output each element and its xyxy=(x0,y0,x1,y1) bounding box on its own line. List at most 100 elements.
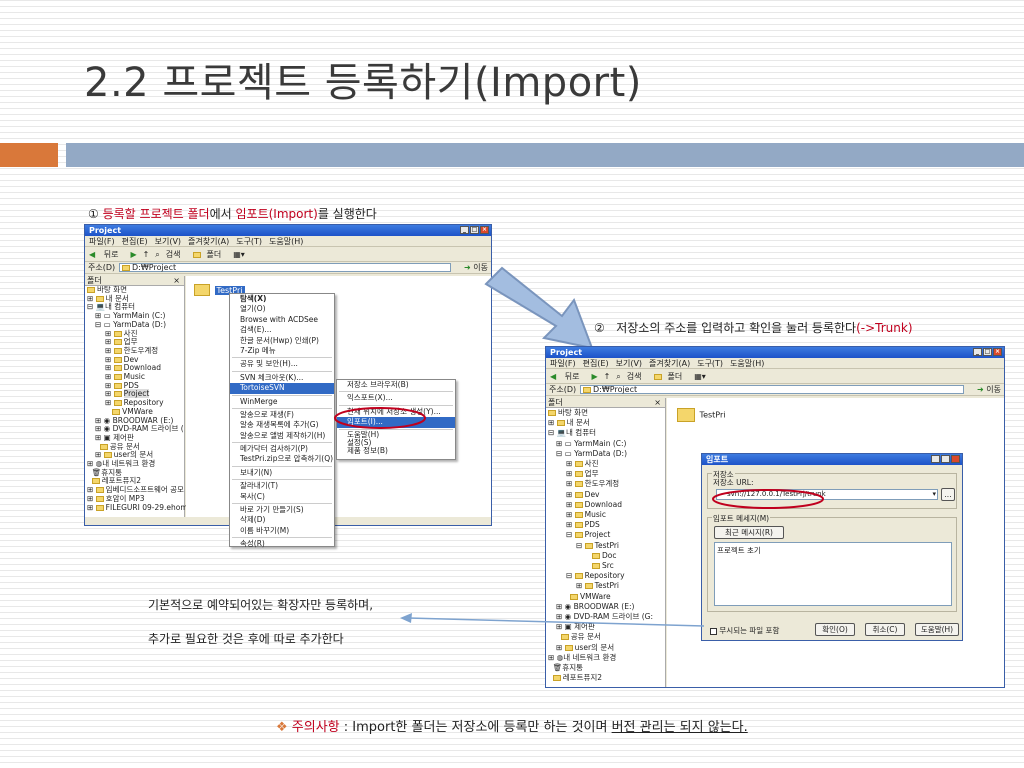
tree-item[interactable]: ⊞ PDS xyxy=(566,520,600,530)
ctx-item[interactable]: 한글 문서(Hwp) 인쇄(P) xyxy=(240,335,319,345)
tree-item[interactable]: ⊞ 내 문서 xyxy=(87,293,129,303)
up-folder-icon[interactable]: ↑ xyxy=(142,250,150,259)
menu-file[interactable]: 파일(F) xyxy=(550,359,576,368)
browse-button[interactable]: ... xyxy=(941,488,955,501)
tree-item[interactable]: ⊞ 업무 xyxy=(566,469,599,479)
tree-item[interactable]: Src xyxy=(548,561,665,571)
menu-edit[interactable]: 편집(E) xyxy=(582,359,609,368)
menu-favorites[interactable]: 즐겨찾기(A) xyxy=(649,359,691,368)
tree-item[interactable]: ⊞ 내 문서 xyxy=(548,418,590,428)
menu-view[interactable]: 보기(V) xyxy=(154,237,182,246)
maximize-button[interactable]: □ xyxy=(470,226,479,234)
folders-button[interactable]: 폴더 xyxy=(192,250,228,259)
tree-item[interactable]: ⊞ Download xyxy=(566,499,622,509)
ctx-item[interactable]: 보내기(N) xyxy=(240,467,273,477)
tree-item[interactable]: 바탕 화면 xyxy=(548,408,665,418)
ignore-files-checkbox-row[interactable]: 무시되는 파일 포함 xyxy=(710,625,779,636)
menu-view[interactable]: 보기(V) xyxy=(615,359,643,368)
folder-item-testpri[interactable]: TestPri xyxy=(677,408,726,422)
tree-item[interactable]: ⊞ ◍내 네트워크 환경 xyxy=(548,652,617,662)
ctx-item[interactable]: 열기(O) xyxy=(240,304,266,314)
tree-item[interactable]: ⊟ TestPri xyxy=(576,540,619,550)
tree-item[interactable]: ⊟ 💻내 컴퓨터 xyxy=(548,428,596,438)
tree-item[interactable]: 공유 문서 xyxy=(87,442,184,452)
ctx-item[interactable]: 바로 가기 만들기(S) xyxy=(240,505,304,515)
tree-item[interactable]: VMWare xyxy=(548,592,665,602)
ignore-files-checkbox[interactable] xyxy=(710,627,717,635)
forward-icon[interactable]: ▶ xyxy=(591,372,598,381)
minimize-button[interactable]: _ xyxy=(973,348,982,356)
tree-item[interactable]: ⊞ ◉ DVD-RAM 드라이브 (G: xyxy=(556,612,654,622)
forward-icon[interactable]: ▶ xyxy=(130,250,137,259)
ctx-item[interactable]: 공유 및 보안(H)... xyxy=(240,359,298,369)
tree-item[interactable]: ⊟ Project xyxy=(566,530,611,540)
ctx-item[interactable]: WinMerge xyxy=(240,396,278,406)
tree-item[interactable]: 공유 문서 xyxy=(548,632,665,642)
ctx-item[interactable]: 탐색(X) xyxy=(240,294,267,303)
ctx-item-tortoisesvn[interactable]: TortoiseSVN xyxy=(230,383,334,394)
ctx-item[interactable]: 메가닥터 검사하기(P) xyxy=(240,444,308,454)
minimize-button[interactable] xyxy=(931,455,940,463)
tree-item[interactable]: ⊞ 한도우계정 xyxy=(566,479,620,489)
submenu-item[interactable]: 제품 정보(B) xyxy=(347,445,388,455)
menu-help[interactable]: 도움말(H) xyxy=(269,237,304,246)
tree-item[interactable]: 🗑휴지통 xyxy=(548,663,583,673)
ctx-item[interactable]: 삭제(D) xyxy=(240,515,266,525)
tree-item[interactable]: VMWare xyxy=(87,407,184,417)
ctx-item[interactable]: 알송으로 재생(F) xyxy=(240,409,294,419)
submenu-item[interactable]: 도움말(H) xyxy=(347,429,380,439)
tree-item[interactable]: ⊞ 사진 xyxy=(566,459,599,469)
menu-tools[interactable]: 도구(T) xyxy=(697,359,724,368)
tree-item[interactable]: ⊞ Music xyxy=(105,372,146,382)
tree-item[interactable]: ⊞ TestPri xyxy=(576,581,619,591)
ctx-item[interactable]: TestPri.zip으로 압축하기(Q) xyxy=(240,454,334,464)
search-button[interactable]: ⌕검색 xyxy=(616,372,642,381)
tree-item[interactable]: 레포트퓨지2 xyxy=(548,673,665,683)
close-button[interactable]: × xyxy=(993,348,1002,356)
tree-item[interactable]: ⊞ 한도우계정 xyxy=(105,345,159,355)
close-button[interactable]: × xyxy=(480,226,489,234)
tree-item[interactable]: 레포트퓨지2 xyxy=(87,477,184,486)
tree-item[interactable]: ⊞ 업무 xyxy=(105,337,138,347)
back-button[interactable]: ◀ 뒤로 xyxy=(89,250,119,259)
menu-file[interactable]: 파일(F) xyxy=(89,237,115,246)
tree-item[interactable]: ⊞ Dev xyxy=(105,354,139,364)
minimize-button[interactable]: _ xyxy=(460,226,469,234)
view-menu-icon[interactable]: ▦▾ xyxy=(233,250,245,259)
folders-button[interactable]: 폴더 xyxy=(653,372,689,381)
chevron-down-icon[interactable]: ▾ xyxy=(932,490,936,498)
tree-item[interactable]: ⊟ 💻내 컴퓨터 xyxy=(87,302,135,312)
go-button[interactable]: ➜ 이동 xyxy=(977,385,1001,394)
tree-item[interactable]: ⊞ ◉ BROODWAR (E:) xyxy=(95,415,174,425)
menu-help[interactable]: 도움말(H) xyxy=(730,359,765,368)
tree-item[interactable]: ⊞ ▭ YarmMain (C:) xyxy=(95,311,166,321)
back-button[interactable]: ◀ 뒤로 xyxy=(550,372,580,381)
tree-item[interactable]: ⊞ ◉ BROODWAR (E:) xyxy=(556,601,635,611)
ctx-item[interactable]: 알송 재생목록에 추가(G) xyxy=(240,420,319,430)
address-field[interactable]: D:₩Project xyxy=(119,263,451,272)
submenu-item[interactable]: 익스포트(X)... xyxy=(347,393,393,403)
tree-item[interactable]: ⊞ Repository xyxy=(105,398,164,408)
cancel-button[interactable]: 취소(C) xyxy=(865,623,905,636)
maximize-button[interactable] xyxy=(941,455,950,463)
close-pane-icon[interactable]: × xyxy=(173,276,180,285)
message-textarea[interactable]: 프로젝트 초기 xyxy=(714,542,952,606)
recent-messages-button[interactable]: 최근 메시지(R) xyxy=(714,526,784,539)
submenu-item[interactable]: 설정(S) xyxy=(347,437,372,447)
tree-item[interactable]: ⊟ Repository xyxy=(566,571,625,581)
ctx-item[interactable]: 속성(R) xyxy=(240,539,265,549)
tree-item[interactable]: ⊞ FILEGURI 09-29.ehomsc xyxy=(87,502,196,512)
tree-item[interactable]: 바탕 화면 xyxy=(87,285,184,295)
tree-item[interactable]: ⊞ ▭ YarmMain (C:) xyxy=(556,438,627,448)
ctx-item[interactable]: 7-Zip 메뉴 xyxy=(240,345,276,355)
tree-item[interactable]: ⊟ ▭ YarmData (D:) xyxy=(556,448,627,458)
menu-tools[interactable]: 도구(T) xyxy=(236,237,263,246)
ctx-item[interactable]: 잘라내기(T) xyxy=(240,481,279,491)
maximize-button[interactable]: □ xyxy=(983,348,992,356)
address-field[interactable]: D:₩Project xyxy=(580,385,964,394)
ok-button[interactable]: 확인(O) xyxy=(815,623,855,636)
ctx-item[interactable]: Browse with ACDSee xyxy=(240,314,318,324)
view-menu-icon[interactable]: ▦▾ xyxy=(694,372,706,381)
menu-edit[interactable]: 편집(E) xyxy=(121,237,148,246)
ctx-item[interactable]: SVN 체크아웃(K)... xyxy=(240,372,304,382)
